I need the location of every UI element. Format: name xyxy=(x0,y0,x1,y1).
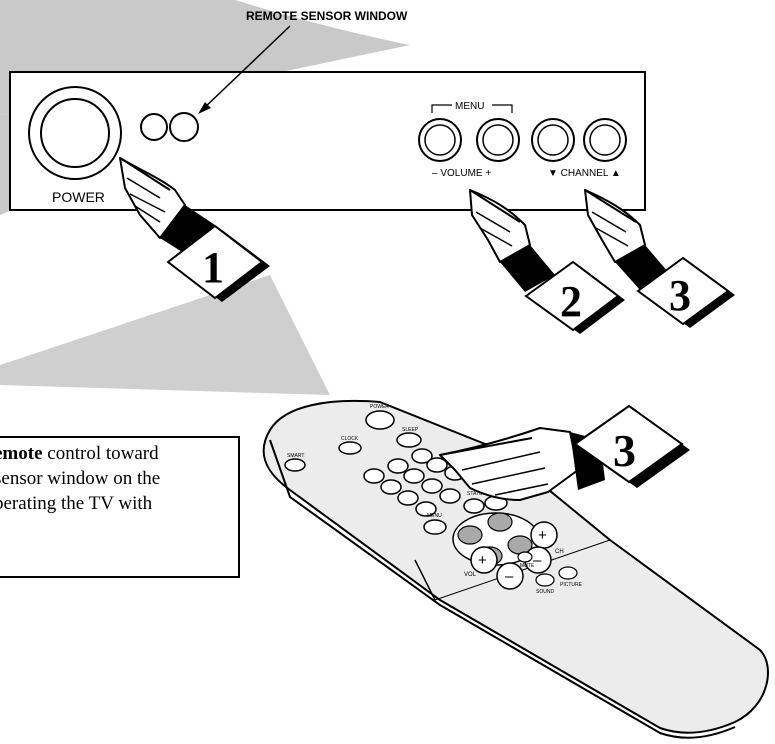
key-menu[interactable] xyxy=(423,519,447,535)
remote-power-button[interactable] xyxy=(365,410,395,430)
remote-sensor-label: REMOTE SENSOR WINDOW xyxy=(246,9,408,23)
step-3-remote-badge: 3 xyxy=(573,404,690,488)
beam-remote xyxy=(0,275,330,395)
note-line-1-rest: control toward xyxy=(42,443,159,464)
note-line-1-bold: emote xyxy=(0,443,43,464)
channel-up-remote-button[interactable]: + xyxy=(530,521,558,549)
remote-sleep-button[interactable] xyxy=(396,432,422,448)
remote-smart-label: SMART xyxy=(287,453,304,459)
key-1[interactable] xyxy=(363,468,385,484)
volume-down-remote-button[interactable]: – xyxy=(496,562,524,590)
remote-picture-label: PICTURE xyxy=(560,582,583,588)
key-2[interactable] xyxy=(387,458,409,474)
channel-up-button[interactable] xyxy=(583,118,627,162)
step-2-number: 2 xyxy=(560,277,582,326)
key-ok[interactable] xyxy=(415,501,437,517)
svg-text:+: + xyxy=(478,552,487,569)
step-1-badge: 1 xyxy=(166,224,270,302)
svg-text:–: – xyxy=(533,552,542,569)
svg-text:–: – xyxy=(505,568,514,585)
power-label: POWER xyxy=(52,189,105,205)
step-3-panel-badge: 3 xyxy=(636,256,735,328)
note-line-2-text: sensor window on the xyxy=(0,468,161,489)
power-button[interactable] xyxy=(28,86,122,180)
number-keypad xyxy=(363,448,508,535)
volume-up-button[interactable] xyxy=(476,118,520,162)
menu-label: MENU xyxy=(455,101,484,112)
step-2-badge: 2 xyxy=(524,260,625,334)
key-3[interactable] xyxy=(411,448,433,464)
note-line-3: perating the TV with xyxy=(0,491,238,516)
volume-up-remote-button[interactable]: + xyxy=(470,546,498,574)
key-0[interactable] xyxy=(439,488,461,504)
svg-text:+: + xyxy=(538,527,547,544)
hand-pointer-2-icon xyxy=(469,189,555,292)
remote-sound-label: SOUND xyxy=(536,589,554,595)
remote-mute-label: MUTE xyxy=(520,563,535,569)
note-line-1: emote control toward xyxy=(0,441,238,466)
remote-clock-label: CLOCK xyxy=(341,436,359,442)
remote-menu-label: MENU xyxy=(427,513,442,519)
instruction-note: emote control toward sensor window on th… xyxy=(0,436,240,578)
key-4[interactable] xyxy=(380,479,402,495)
remote-ch-label: CH xyxy=(555,549,564,555)
key-8[interactable] xyxy=(421,478,443,494)
remote-sleep-label: SLEEP xyxy=(402,427,419,433)
note-line-2: sensor window on the xyxy=(0,466,238,491)
remote-vol-label: VOL xyxy=(464,572,477,578)
key-7[interactable] xyxy=(397,490,419,506)
remote-sound-button[interactable] xyxy=(535,573,555,587)
volume-down-button[interactable] xyxy=(418,118,462,162)
sensor-arrow xyxy=(198,25,291,114)
step-3-panel-number: 3 xyxy=(669,271,691,320)
volume-label: – VOLUME + xyxy=(432,168,491,179)
remote-clock-button[interactable] xyxy=(338,441,362,455)
remote-smart-button[interactable] xyxy=(284,458,306,472)
remote-power-label: POWER xyxy=(370,404,389,410)
remote-sensor-window xyxy=(140,112,199,142)
remote-mute-button[interactable] xyxy=(517,551,533,563)
step-3-remote-number: 3 xyxy=(613,425,636,476)
remote-picture-button[interactable] xyxy=(558,566,578,580)
step-1-number: 1 xyxy=(202,243,224,292)
menu-bracket xyxy=(431,104,513,113)
remote-status-label: STATUS xyxy=(467,491,487,497)
key-status[interactable] xyxy=(463,498,485,514)
note-line-3-text: perating the TV with xyxy=(0,493,153,514)
channel-label: ▼ CHANNEL ▲ xyxy=(548,168,621,179)
key-5[interactable] xyxy=(403,468,425,484)
key-6[interactable] xyxy=(426,457,448,473)
channel-down-button[interactable] xyxy=(531,118,575,162)
